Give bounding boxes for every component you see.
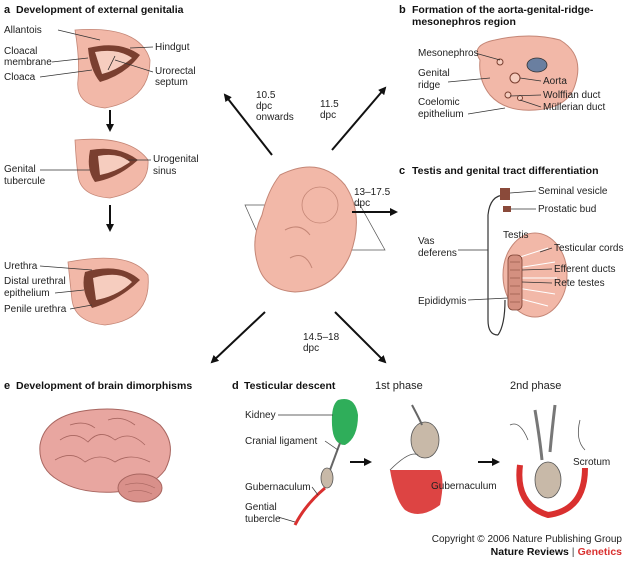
panel-e-title: Development of brain dimorphisms <box>16 380 192 392</box>
journal-section: Genetics <box>578 546 623 558</box>
label-scrotum: Scrotum <box>573 457 610 468</box>
label-coelomic-1: Coelomic <box>418 97 460 108</box>
arrow-to-b <box>331 86 387 151</box>
label-allantois: Allantois <box>4 25 42 36</box>
timing-4-line1: 14.5–18 <box>303 332 340 343</box>
label-urethra: Urethra <box>4 261 38 272</box>
central-embryo-illustration <box>244 166 386 293</box>
arrow-to-a <box>223 93 273 156</box>
label-prostatic: Prostatic bud <box>538 204 596 215</box>
brain-illustration <box>39 408 171 503</box>
label-kidney: Kidney <box>245 410 276 421</box>
timing-3-line1: 13–17.5 <box>354 187 391 198</box>
panel-e-letter: e <box>4 380 10 392</box>
label-hindgut: Hindgut <box>155 42 190 53</box>
journal-name: Nature Reviews <box>491 546 569 558</box>
label-distal-2: epithelium <box>4 288 50 299</box>
phase-1-label: 1st phase <box>375 380 423 392</box>
panel-d-letter: d <box>232 380 239 392</box>
label-mullerian: Müllerian duct <box>543 102 605 113</box>
label-seminal: Seminal vesicle <box>538 186 608 197</box>
label-genital-tubercle-1: Genital <box>4 164 36 175</box>
label-epididymis: Epididymis <box>418 296 466 307</box>
label-efferent: Efferent ducts <box>554 264 616 275</box>
panel-c-title: Testis and genital tract differentiation <box>412 165 599 177</box>
panel-b-title-2: mesonephros region <box>412 16 516 28</box>
label-urogenital-1: Urogenital <box>153 154 199 165</box>
label-urorectal-1: Urorectal <box>155 66 196 77</box>
label-wolffian: Wolffian duct <box>543 90 601 101</box>
agm-region-illustration <box>476 35 579 111</box>
label-rete: Rete testes <box>554 278 605 289</box>
label-gential-1: Gential <box>245 502 277 513</box>
label-genital-ridge-1: Genital <box>418 68 450 79</box>
panel-b-title-1: Formation of the aorta-genital-ridge- <box>412 4 594 16</box>
timing-1-line2: dpc <box>256 101 272 112</box>
label-cranial: Cranial ligament <box>245 436 317 447</box>
label-cloacal-2: membrane <box>4 57 52 68</box>
panel-d-title: Testicular descent <box>244 380 336 392</box>
label-cloaca: Cloaca <box>4 72 36 83</box>
panel-b-letter: b <box>399 4 406 16</box>
timing-1-line1: 10.5 <box>256 90 276 101</box>
journal-separator: | <box>569 546 578 558</box>
copyright-text: Copyright © 2006 Nature Publishing Group <box>432 534 623 545</box>
timing-4-line2: dpc <box>303 343 319 354</box>
arrow-to-e <box>210 311 266 364</box>
panel-c-letter: c <box>399 165 405 177</box>
urethra-stage-illustration <box>67 257 149 326</box>
label-testicular-cords: Testicular cords <box>554 243 623 254</box>
testicular-descent-stage-0 <box>293 399 358 526</box>
testicular-descent-stage-1 <box>389 404 443 514</box>
label-testis: Testis <box>503 230 529 241</box>
label-mesonephros: Mesonephros <box>418 48 479 59</box>
timing-3-line2: dpc <box>354 198 370 209</box>
genital-tubercle-stage-illustration <box>74 138 149 199</box>
timing-2-line1: 11.5 <box>320 99 339 110</box>
panel-a-letter: a <box>4 4 11 16</box>
label-genital-tubercle-2: tubercule <box>4 176 46 187</box>
label-vas-1: Vas <box>418 236 435 247</box>
label-penile: Penile urethra <box>4 304 67 315</box>
panel-a-title: Development of external genitalia <box>16 4 184 16</box>
label-urogenital-2: sinus <box>153 166 176 177</box>
testicular-descent-stage-2 <box>509 404 588 519</box>
label-coelomic-2: epithelium <box>418 109 464 120</box>
testis-illustration <box>487 188 568 336</box>
label-aorta: Aorta <box>543 76 567 87</box>
timing-1-line3: onwards <box>256 112 294 123</box>
phase-2-label: 2nd phase <box>510 380 561 392</box>
cloaca-stage-illustration <box>74 29 151 109</box>
label-gential-2: tubercle <box>245 514 281 525</box>
journal-line: Nature Reviews | Genetics <box>491 546 622 558</box>
label-genital-ridge-2: ridge <box>418 80 441 91</box>
timing-2-line2: dpc <box>320 110 336 121</box>
label-gubernaculum: Gubernaculum <box>245 482 311 493</box>
label-distal-1: Distal urethral <box>4 276 66 287</box>
label-gubernaculum-2: Gubernaculum <box>431 481 497 492</box>
label-cloacal-1: Cloacal <box>4 46 37 57</box>
label-vas-2: deferens <box>418 248 457 259</box>
arrow-to-d <box>334 311 387 364</box>
label-urorectal-2: septum <box>155 77 188 88</box>
